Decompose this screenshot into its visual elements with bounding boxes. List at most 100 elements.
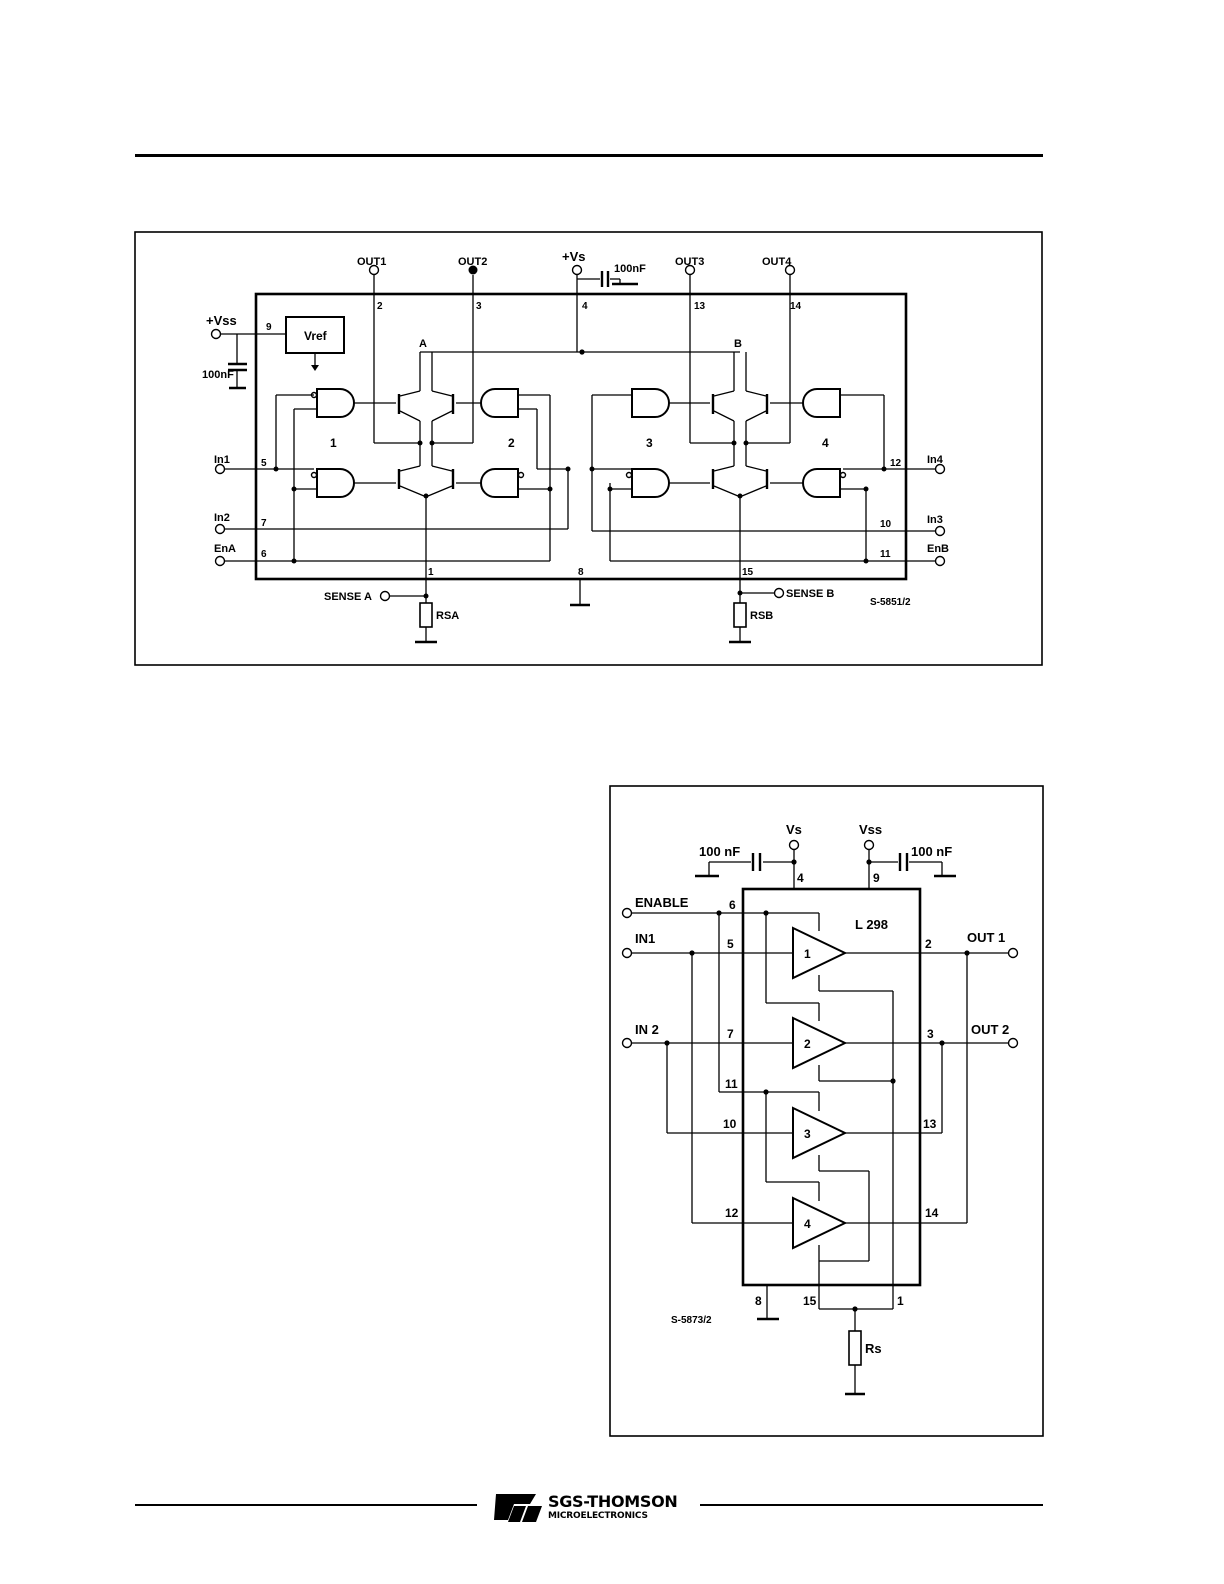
and-gate-4b [770,468,847,498]
st-logo-mark [494,1494,542,1522]
diagram1-ref: S-5851/2 [870,597,911,608]
and-gate-2a [456,388,519,418]
svg-text:6: 6 [729,898,736,912]
svg-text:EnB: EnB [927,543,949,555]
company-logo: SGS-THOMSON MICROELECTRONICS [492,1490,692,1526]
out2-output: 3 OUT 2 13 [845,1022,1019,1134]
footer-rule-left [135,1504,477,1506]
svg-text:9: 9 [873,871,880,885]
in1-input: IN1 5 12 [621,931,793,1224]
amp-4: 4 [792,1196,848,1250]
svg-text:OUT 2: OUT 2 [971,1022,1009,1037]
svg-text:OUT 1: OUT 1 [967,930,1005,945]
out3-terminal: OUT3 [675,256,704,294]
vss-supply: Vss 100 nF 9 [859,822,956,889]
svg-text:SENSE A: SENSE A [324,591,372,603]
svg-text:15: 15 [742,567,754,578]
svg-text:100nF: 100nF [202,369,234,381]
company-division: MICROELECTRONICS [548,1511,648,1521]
ena-input: EnA 6 [214,489,550,567]
svg-text:+Vs: +Vs [562,249,586,264]
svg-text:7: 7 [727,1027,734,1041]
svg-text:9: 9 [266,322,272,333]
svg-text:In2: In2 [214,512,230,524]
svg-text:OUT3: OUT3 [675,256,704,268]
svg-text:13: 13 [694,301,706,312]
svg-text:1: 1 [330,436,337,450]
in2-input: In2 7 [214,469,569,535]
svg-text:A: A [419,338,427,350]
svg-text:14: 14 [925,1206,939,1220]
svg-text:2: 2 [925,937,932,951]
svg-text:3: 3 [804,1127,811,1141]
in2-input: IN 2 7 10 [621,1022,793,1134]
svg-text:Vref: Vref [304,329,328,343]
svg-text:2: 2 [804,1037,811,1051]
svg-text:IN1: IN1 [635,931,655,946]
svg-text:4: 4 [582,301,588,312]
enable-input: ENABLE 6 [621,895,820,1092]
svg-text:4: 4 [804,1217,811,1231]
and-gate-1a [310,388,396,418]
out2-terminal: OUT2 [458,256,487,294]
svg-text:3: 3 [927,1027,934,1041]
svg-text:12: 12 [725,1206,739,1220]
svg-text:Rs: Rs [865,1341,882,1356]
out1-terminal: OUT1 [357,256,386,294]
and-gate-3a [631,388,710,418]
svg-text:3: 3 [646,436,653,450]
svg-text:1: 1 [897,1294,904,1308]
svg-text:100 nF: 100 nF [911,844,952,859]
svg-text:Vss: Vss [859,822,882,837]
svg-text:8: 8 [578,567,584,578]
svg-text:In3: In3 [927,514,943,526]
svg-text:15: 15 [803,1294,817,1308]
svg-text:5: 5 [261,458,267,469]
sense-b: SENSE B RSB [729,569,834,644]
svg-text:1: 1 [428,567,434,578]
svg-text:SENSE B: SENSE B [786,588,834,600]
in3-input: In3 10 [866,514,946,537]
svg-text:RSB: RSB [750,610,773,622]
svg-text:Vs: Vs [786,822,802,837]
svg-text:2: 2 [377,301,383,312]
svg-text:10: 10 [880,519,892,530]
svg-text:7: 7 [261,518,267,529]
sense-a: SENSE A RSA [324,569,459,644]
chip-outline [254,292,908,581]
and-gate-3b [625,468,710,498]
enb-input: EnB 11 [610,543,949,567]
svg-text:13: 13 [923,1117,937,1131]
out4-terminal: OUT4 [762,256,796,294]
svg-text:12: 12 [890,458,902,469]
amp-2: 2 [792,1016,848,1070]
amp-3: 3 [792,1106,848,1160]
amp-1: 1 [792,926,848,980]
svg-text:100 nF: 100 nF [699,844,740,859]
svg-text:+Vss: +Vss [206,313,237,328]
rs-resistor: Rs [845,1330,882,1396]
and-gate-4a [770,388,841,418]
vs-supply: Vs 100 nF 4 [695,822,804,889]
company-name: SGS-THOMSON [548,1492,678,1511]
out1-output: 2 OUT 1 14 [845,930,1019,1224]
svg-text:RSA: RSA [436,610,459,622]
svg-text:14: 14 [790,301,802,312]
svg-text:4: 4 [797,871,804,885]
svg-text:OUT4: OUT4 [762,256,792,268]
application-diagram: L 298 Vs 100 nF 4 Vss [609,785,1044,1437]
svg-text:11: 11 [880,549,891,560]
footer-rule-right [700,1504,1043,1506]
svg-text:OUT1: OUT1 [357,256,386,268]
svg-text:2: 2 [508,436,515,450]
svg-text:8: 8 [755,1294,762,1308]
svg-text:EnA: EnA [214,543,236,555]
svg-text:In4: In4 [927,454,944,466]
svg-text:10: 10 [723,1117,737,1131]
svg-text:In1: In1 [214,454,230,466]
svg-text:3: 3 [476,301,482,312]
diagram2-ref: S-5873/2 [671,1315,712,1326]
svg-text:1: 1 [804,947,811,961]
svg-text:IN 2: IN 2 [635,1022,659,1037]
